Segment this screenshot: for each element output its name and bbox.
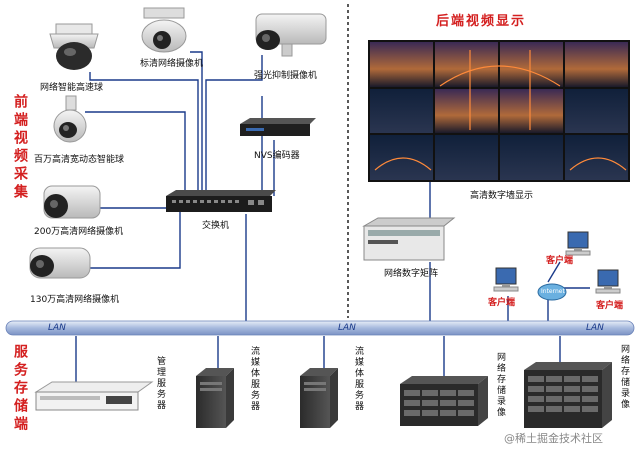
hd-network-camera xyxy=(141,7,187,53)
client-monitor-top xyxy=(565,231,591,256)
stream-server-a xyxy=(196,368,234,428)
speed-dome-label: 网络智能高速球 xyxy=(40,83,104,93)
storage-a-label: 网络存储录像 xyxy=(495,352,505,418)
backend-title: 后端视频显示 xyxy=(436,14,527,29)
megapixel-dome-camera xyxy=(53,95,87,143)
client-monitor-right xyxy=(595,269,621,294)
camera-200 xyxy=(43,185,101,219)
video-wall-screens xyxy=(370,42,628,180)
internet-label: Internet xyxy=(541,288,565,295)
client-monitor-mid xyxy=(493,267,519,292)
strong-light-camera xyxy=(255,13,327,57)
camera-130 xyxy=(29,247,91,279)
client-label-top: 客户端 xyxy=(546,256,574,266)
stream-server-b xyxy=(300,368,338,428)
switch-label: 交换机 xyxy=(202,221,230,231)
mgmt-server-label: 管理服务器 xyxy=(155,356,165,411)
management-server xyxy=(34,381,154,411)
client-label-right: 客户端 xyxy=(596,301,624,311)
lan-label-1: LAN xyxy=(48,323,66,333)
cam200-label: 200万高清网络摄像机 xyxy=(34,227,124,237)
network-switch xyxy=(166,190,276,212)
stream-server-b-label: 流媒体服务器 xyxy=(353,346,363,412)
cam130-label: 130万高清网络摄像机 xyxy=(30,295,120,305)
storage-b xyxy=(524,362,612,428)
lan-label-2: LAN xyxy=(338,323,356,333)
matrix-label: 网络数字矩阵 xyxy=(384,269,439,279)
section-service-label: 服务存储端 xyxy=(12,344,28,434)
network-matrix xyxy=(362,217,456,261)
lan-bus xyxy=(5,320,635,336)
stream-server-a-label: 流媒体服务器 xyxy=(249,346,259,412)
client-label-mid: 客户端 xyxy=(488,298,516,308)
strong-light-label: 强光抑制摄像机 xyxy=(254,71,318,81)
bridge-lines xyxy=(374,50,627,171)
section-front-label: 前端视频采集 xyxy=(12,94,28,202)
internet-icon xyxy=(537,283,567,301)
speed-dome-camera xyxy=(49,23,99,70)
megapixel-dome-label: 百万高清宽动态智能球 xyxy=(34,155,125,165)
storage-a xyxy=(400,376,488,426)
nvs-encoder xyxy=(240,118,316,136)
connection-lines xyxy=(75,51,590,392)
storage-b-label: 网络存储录像 xyxy=(619,344,629,410)
video-wall xyxy=(368,40,630,182)
nvs-label: NVS编码器 xyxy=(254,151,300,161)
watermark: @稀土掘金技术社区 xyxy=(504,432,603,445)
hd-camera-label: 标清网络摄像机 xyxy=(140,59,204,69)
video-wall-label: 高清数字墙显示 xyxy=(470,191,534,201)
lan-label-3: LAN xyxy=(586,323,604,333)
